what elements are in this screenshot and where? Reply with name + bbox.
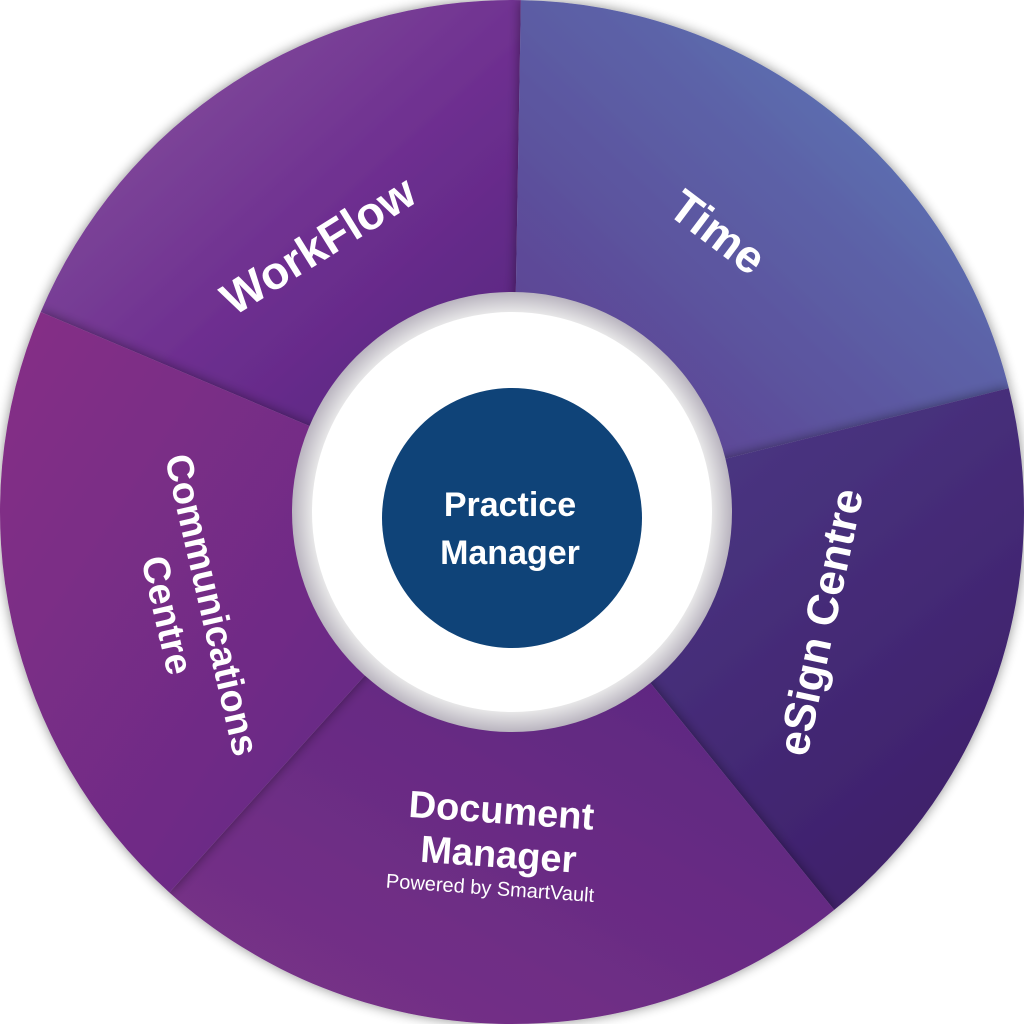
segment-document-manager[interactable] (169, 664, 835, 1024)
center-circle (382, 388, 642, 648)
center-label-line2: Manager (440, 534, 580, 572)
center-hub[interactable]: Practice Manager (382, 388, 642, 648)
segment-communications[interactable] (0, 311, 375, 893)
segment-esign[interactable] (641, 388, 1024, 910)
center-label-line1: Practice (444, 486, 576, 524)
